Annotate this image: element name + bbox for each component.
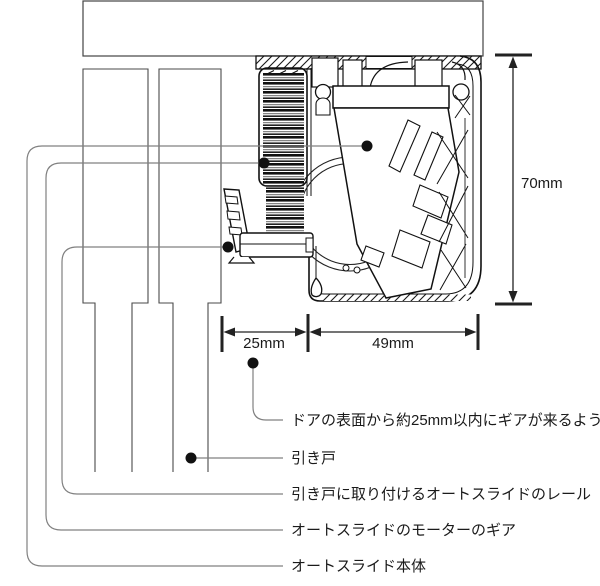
sliding-door-panel-right [158, 68, 222, 472]
body-cross-bracing [436, 118, 469, 291]
callout-main-body: オートスライド本体 [291, 558, 426, 575]
rail-foot [239, 232, 314, 258]
leader-main-body [26, 145, 367, 567]
callout-rail: 引き戸に取り付けるオートスライドのレール [291, 486, 591, 503]
dot-gear-placement [247, 357, 259, 369]
dim-label-25mm: 25mm [243, 335, 285, 352]
callout-motor-gear: オートスライドのモーターのギア [291, 522, 516, 539]
leader-lines [26, 145, 367, 567]
dot-rail [222, 241, 234, 253]
dot-sliding-door [185, 452, 197, 464]
screw-boss-right [452, 83, 470, 101]
motor-housing-bar [332, 85, 450, 109]
body-bottom-band [323, 294, 471, 301]
sliding-door-panel-left [82, 68, 149, 472]
dimension-70mm [495, 53, 532, 306]
dimension-bottom [220, 314, 480, 352]
wall-section [82, 0, 484, 57]
door-rail [223, 188, 314, 264]
leader-rail [61, 246, 283, 495]
autoslide-body [255, 55, 482, 302]
dim-label-49mm: 49mm [372, 335, 414, 352]
leader-dots [185, 140, 373, 464]
screw-boss-left [314, 83, 332, 101]
motor-chassis [332, 85, 460, 299]
leader-motor-gear [45, 162, 283, 531]
motor-gear [258, 67, 308, 240]
dim-label-70mm: 70mm [521, 175, 563, 192]
leader-gear-placement [252, 368, 283, 421]
dot-main-body [361, 140, 373, 152]
callout-gear-placement: ドアの表面から約25mm以内にギアが来るよう設置 [291, 412, 600, 429]
callout-sliding-door: 引き戸 [291, 450, 336, 467]
body-hook [310, 276, 323, 298]
dot-motor-gear [258, 157, 270, 169]
